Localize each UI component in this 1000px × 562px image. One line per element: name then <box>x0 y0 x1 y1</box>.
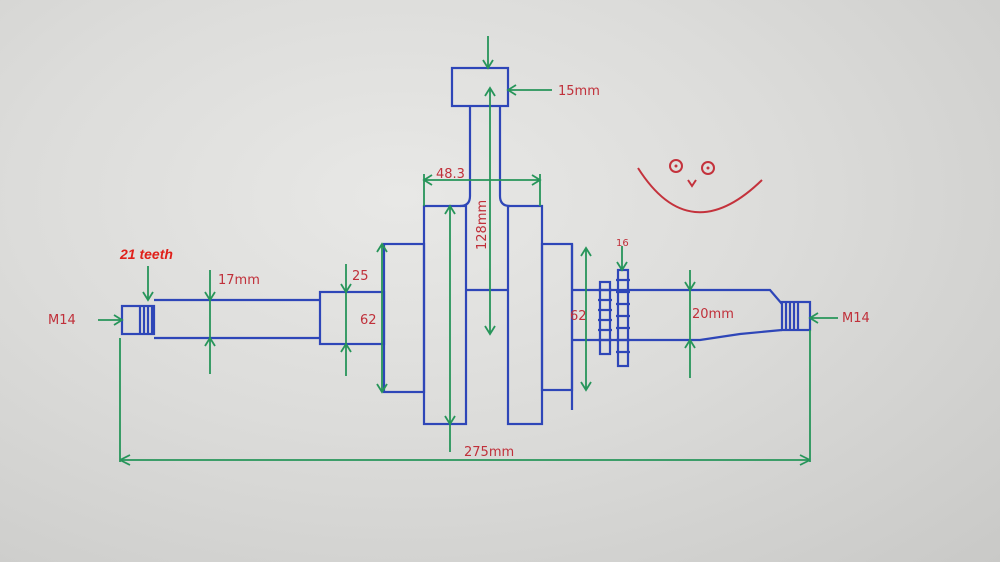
right-shaft <box>572 288 783 342</box>
web-width-dim <box>422 174 542 206</box>
overall-length-line <box>119 330 811 462</box>
smiley-left-eye <box>669 159 683 173</box>
right-thread-end <box>780 300 812 332</box>
shoulder-label: 25 <box>352 269 369 284</box>
crankshaft-outline <box>120 66 812 426</box>
pin-diameter-dim <box>482 36 552 96</box>
gear-teeth <box>598 278 630 354</box>
smiley-face <box>637 159 763 214</box>
stroke-label: 128mm <box>475 200 490 250</box>
gear-width-label: 16 <box>616 238 629 249</box>
left-thread-label: M14 <box>48 313 76 328</box>
right-thread-marks <box>784 302 800 330</box>
left-crank-web <box>422 204 468 426</box>
teeth-arrow <box>142 266 154 302</box>
web-width-label: 48.3 <box>436 167 465 182</box>
smiley-right-eye <box>701 161 715 175</box>
right-shaft-dim <box>684 270 696 378</box>
dimension-lines <box>98 36 838 466</box>
teeth-label: 21 teeth <box>119 246 173 262</box>
gear-width-dim <box>616 246 628 272</box>
left-spline-marks <box>138 306 154 334</box>
stroke-dim <box>484 86 496 336</box>
web-height-dim <box>444 204 456 452</box>
left-shaft-label: 17mm <box>218 273 260 288</box>
left-thread-end <box>120 304 156 336</box>
smiley-mouth <box>637 167 763 214</box>
connecting-rod <box>459 106 511 208</box>
left-journal-label: 62 <box>360 313 377 328</box>
right-journal <box>540 242 574 392</box>
left-journal <box>382 242 426 394</box>
pin-diameter-label: 15mm <box>558 84 600 99</box>
shoulder-dim <box>340 264 352 376</box>
right-crank-web <box>506 204 544 426</box>
right-journal-dim <box>580 246 592 392</box>
left-thread-arrow <box>98 314 124 326</box>
overall-length-label: 275mm <box>464 445 514 460</box>
annotations: 21 teeth M14 M14 15mm 48.3 128mm 17mm 25… <box>48 84 870 460</box>
small-end <box>450 66 510 108</box>
smiley-nose <box>687 179 697 188</box>
right-thread-label: M14 <box>842 311 870 326</box>
right-shaft-label: 20mm <box>692 307 734 322</box>
left-journal-dim <box>376 242 388 394</box>
left-shaft-dim <box>204 270 216 374</box>
left-shaft <box>154 298 320 340</box>
right-journal-label: 62 <box>570 309 587 324</box>
gear-1 <box>598 280 612 356</box>
right-thread-arrow <box>808 312 838 324</box>
